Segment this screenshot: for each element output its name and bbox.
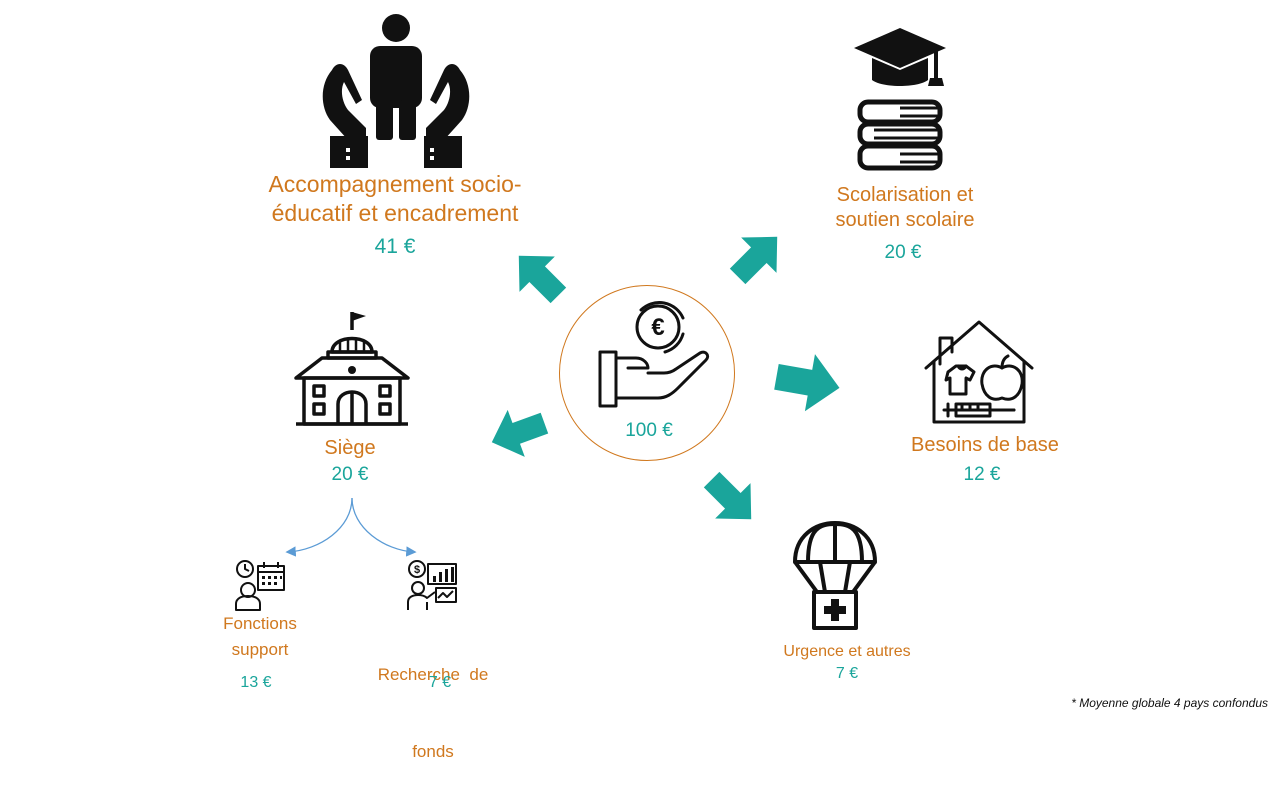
siege-connector <box>285 497 417 557</box>
fonctions-label: Fonctions support <box>190 611 330 662</box>
fonctions-value: 13 € <box>240 674 272 691</box>
accompagnement-label-line1: Accompagnement socio- <box>268 171 522 197</box>
svg-text:$: $ <box>414 564 420 576</box>
hands-protecting-person-icon <box>322 14 470 168</box>
arrow-to-accompagnement <box>518 255 567 304</box>
headquarters-building-icon <box>294 312 410 426</box>
recherche-label-line1: Recherche de <box>377 665 489 684</box>
urgence-label: Urgence et autres <box>783 643 911 660</box>
footnote: * Moyenne globale 4 pays confondus <box>1071 696 1268 710</box>
scolarisation-label-line1: Scolarisation et <box>836 184 974 206</box>
fonctions-label-line2: support <box>231 639 289 659</box>
hand-euro-coin-icon: € <box>598 301 710 408</box>
scolarisation-value: 20 € <box>884 242 922 263</box>
recherche-label: Recherche de fonds <box>358 611 508 790</box>
besoins-value: 12 € <box>963 464 1001 485</box>
scolarisation-label: Scolarisation et soutien scolaire <box>800 183 1010 233</box>
fonctions-label-line1: Fonctions <box>223 614 297 633</box>
arrow-to-besoins <box>774 354 840 412</box>
parachute-aid-box-icon <box>793 521 877 630</box>
svg-text:€: € <box>651 314 664 341</box>
siege-label: Siège <box>324 437 376 459</box>
arrow-to-urgence <box>703 471 752 520</box>
arrow-to-scolarisation <box>729 236 778 285</box>
accompagnement-label-line2: éducatif et encadrement <box>271 199 519 226</box>
center-value: 100 € <box>625 420 673 441</box>
urgence-value: 7 € <box>835 665 859 682</box>
recherche-value: 7 € <box>428 674 452 691</box>
house-clothes-apple-syringe-icon <box>924 320 1034 424</box>
arrow-to-siege <box>491 409 549 457</box>
besoins-label: Besoins de base <box>911 434 1059 456</box>
siege-value: 20 € <box>331 464 369 485</box>
graduation-cap-books-icon <box>854 28 946 171</box>
recherche-label-line2: fonds <box>412 741 454 761</box>
accompagnement-value: 41 € <box>374 235 416 258</box>
presenter-dollar-chart-icon: $ <box>407 560 457 610</box>
person-clock-calendar-icon <box>235 560 285 611</box>
accompagnement-label: Accompagnement socio- éducatif et encadr… <box>245 170 545 228</box>
scolarisation-label-line2: soutien scolaire <box>835 209 975 231</box>
